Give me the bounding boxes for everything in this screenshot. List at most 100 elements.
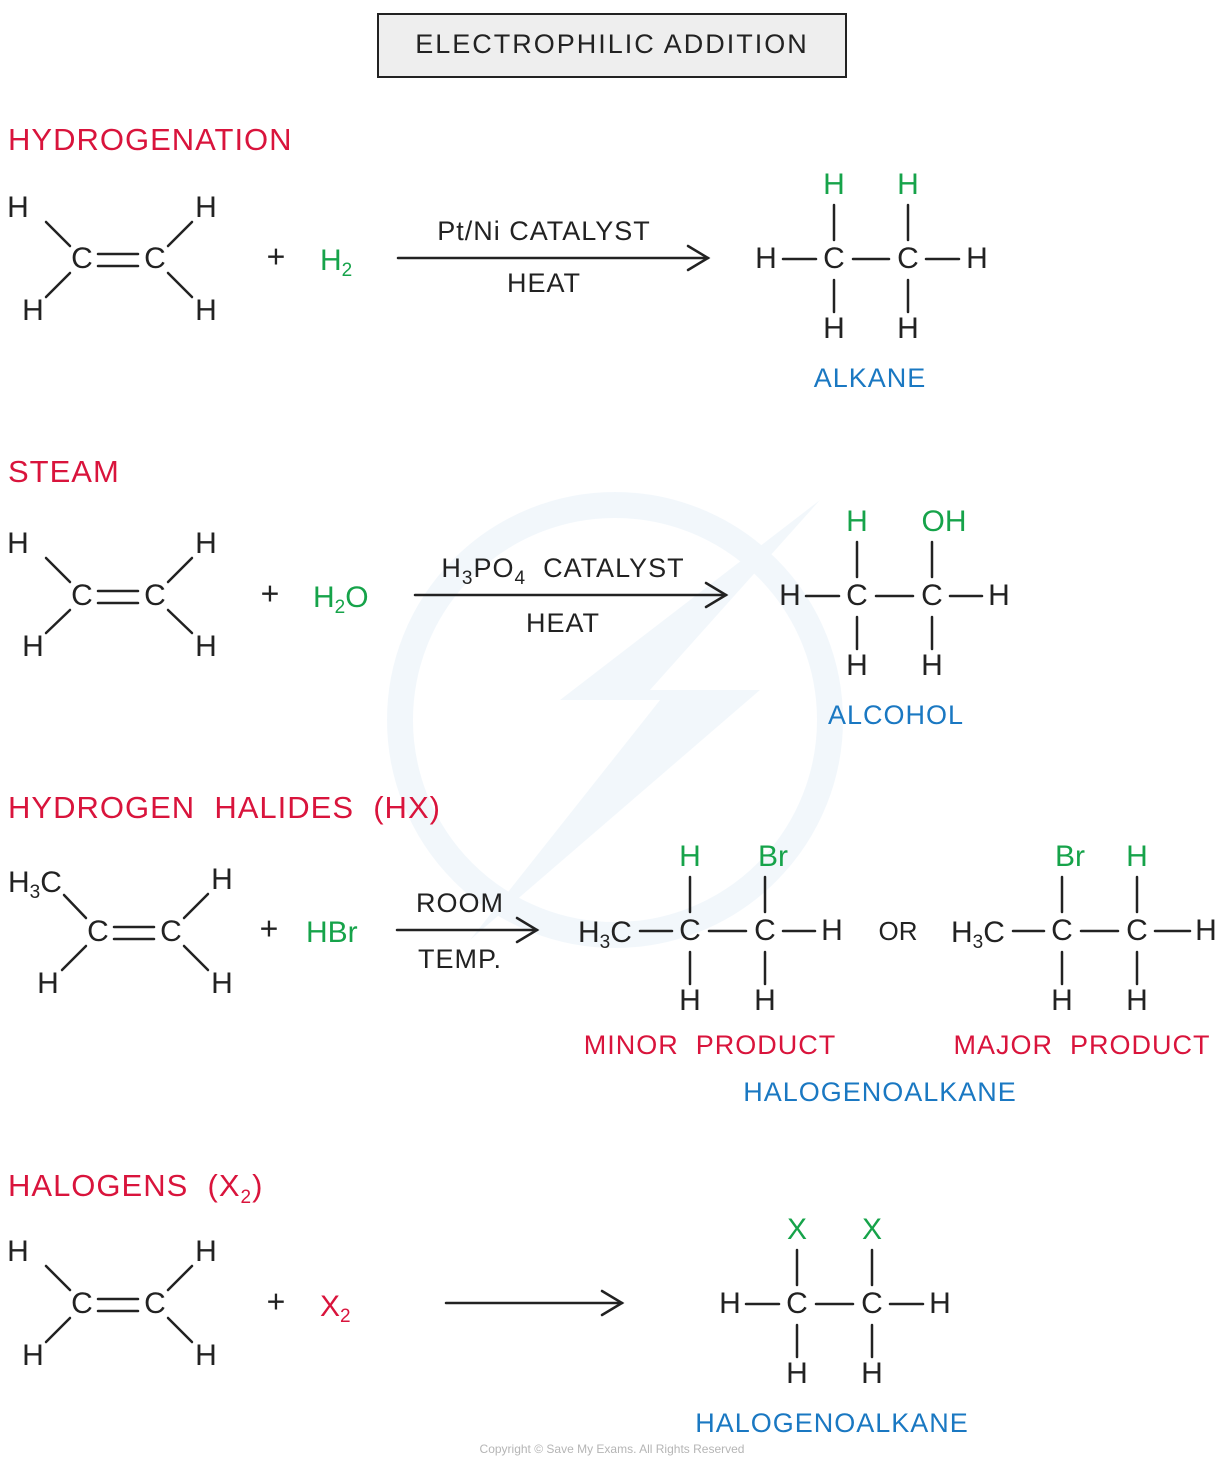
major-product-label: MAJOR PRODUCT <box>954 1030 1211 1060</box>
atom-c: C <box>87 915 109 948</box>
bond <box>44 1316 72 1344</box>
atom-c: C <box>160 915 182 948</box>
reaction-halogens: HALOGENS (X2) H H H H C C + X2 X X H C C <box>7 1168 969 1438</box>
atom-oh-added: OH <box>922 505 967 538</box>
atom-h: H <box>821 914 843 947</box>
atom-x-added: X <box>862 1213 882 1246</box>
bond <box>44 608 72 635</box>
atom-h: H <box>195 191 217 224</box>
atom-c: C <box>144 579 166 612</box>
bond <box>62 893 88 920</box>
reaction-arrow <box>396 244 711 272</box>
atom-h-added: H <box>823 168 845 201</box>
atom-h: H <box>719 1287 741 1320</box>
atom-h: H <box>195 630 217 663</box>
atom-h: H <box>7 191 29 224</box>
atom-h: H <box>786 1357 808 1390</box>
atom-h: H <box>195 527 217 560</box>
atom-c: C <box>861 1287 883 1320</box>
reactant-ethene: H H H H C C <box>7 527 217 663</box>
atom-br-added: Br <box>1055 840 1085 873</box>
atom-h: H <box>211 863 233 896</box>
atom-h-added: H <box>897 168 919 201</box>
atom-c: C <box>846 579 868 612</box>
title-box: ELECTROPHILIC ADDITION <box>377 13 847 78</box>
heading-hydrogenation: HYDROGENATION <box>8 122 293 157</box>
atom-h: H <box>195 294 217 327</box>
atom-c: C <box>71 1287 93 1320</box>
atom-h: H <box>22 294 44 327</box>
atom-x-added: X <box>787 1213 807 1246</box>
atom-h: H <box>195 1235 217 1268</box>
product-ethane: H H H C C H H H <box>755 168 988 345</box>
atom-h: H <box>823 312 845 345</box>
atom-h: H <box>211 967 233 1000</box>
plus-sign: + <box>267 238 286 274</box>
reaction-arrow <box>444 1289 625 1317</box>
reactant-propene: H3C H H H C C <box>8 863 233 1000</box>
reaction-arrow <box>395 916 540 944</box>
atom-h: H <box>679 984 701 1017</box>
atom-h-added: H <box>1126 840 1148 873</box>
plus-sign: + <box>260 910 279 946</box>
methyl-group: H3C <box>951 916 1005 953</box>
minor-product-label: MINOR PRODUCT <box>584 1030 837 1060</box>
condition-catalyst: Pt/Ni CATALYST <box>437 216 651 246</box>
bond <box>166 220 194 248</box>
product-ethanol: H OH H C C H H H <box>779 505 1010 682</box>
atom-c: C <box>754 914 776 947</box>
heading-steam: STEAM <box>8 454 120 489</box>
atom-c: C <box>786 1287 808 1320</box>
atom-h: H <box>22 1339 44 1372</box>
bond <box>166 556 194 584</box>
atom-c: C <box>921 579 943 612</box>
reagent-halogen: X2 <box>320 1290 351 1327</box>
atom-h: H <box>195 1339 217 1372</box>
atom-h: H <box>846 649 868 682</box>
atom-h-added: H <box>679 840 701 873</box>
bond <box>44 271 72 299</box>
atom-c: C <box>144 242 166 275</box>
atom-h: H <box>897 312 919 345</box>
heading-hydrogen-halides: HYDROGEN HALIDES (HX) <box>8 790 441 825</box>
bond <box>166 1264 194 1292</box>
atom-h: H <box>921 649 943 682</box>
condition-catalyst: H3PO4 CATALYST <box>441 553 684 589</box>
bond <box>166 608 194 635</box>
atom-h: H <box>1195 914 1217 947</box>
atom-h: H <box>1126 984 1148 1017</box>
bond <box>44 220 72 248</box>
methyl-group: H3C <box>578 916 632 953</box>
reagent-hbr: HBr <box>306 916 358 949</box>
product-dihaloalkane: X X H C C H H H <box>719 1213 951 1390</box>
reactant-ethene: H H H H C C <box>7 191 217 327</box>
atom-c: C <box>71 579 93 612</box>
condition-temp: TEMP. <box>418 944 502 974</box>
atom-h: H <box>779 579 801 612</box>
atom-h: H <box>754 984 776 1017</box>
atom-c: C <box>823 242 845 275</box>
atom-h: H <box>755 242 777 275</box>
copyright-notice: Copyright © Save My Exams. All Rights Re… <box>480 1442 745 1456</box>
atom-h: H <box>966 242 988 275</box>
bond <box>166 271 194 299</box>
heading-halogens: HALOGENS (X2) <box>8 1168 263 1208</box>
reagent-water: H2O <box>313 581 369 618</box>
atom-h: H <box>1051 984 1073 1017</box>
watermark-logo-icon <box>387 492 843 948</box>
reaction-hydrogenation: HYDROGENATION H H H H C C + H2 Pt/Ni CAT… <box>7 122 988 393</box>
atom-c: C <box>679 914 701 947</box>
plus-sign: + <box>267 1283 286 1319</box>
atom-h: H <box>929 1287 951 1320</box>
product-label-alcohol: ALCOHOL <box>828 700 964 730</box>
major-product: Br H H3C C C H H H <box>951 840 1217 1017</box>
reaction-arrow <box>413 581 729 609</box>
atom-c: C <box>144 1287 166 1320</box>
atom-h: H <box>37 967 59 1000</box>
diagram-title: ELECTROPHILIC ADDITION <box>415 29 809 59</box>
product-label-halogenoalkane: HALOGENOALKANE <box>695 1408 969 1438</box>
reactant-ethene: H H H H C C <box>7 1235 217 1372</box>
bond <box>44 556 72 584</box>
atom-h: H <box>22 630 44 663</box>
